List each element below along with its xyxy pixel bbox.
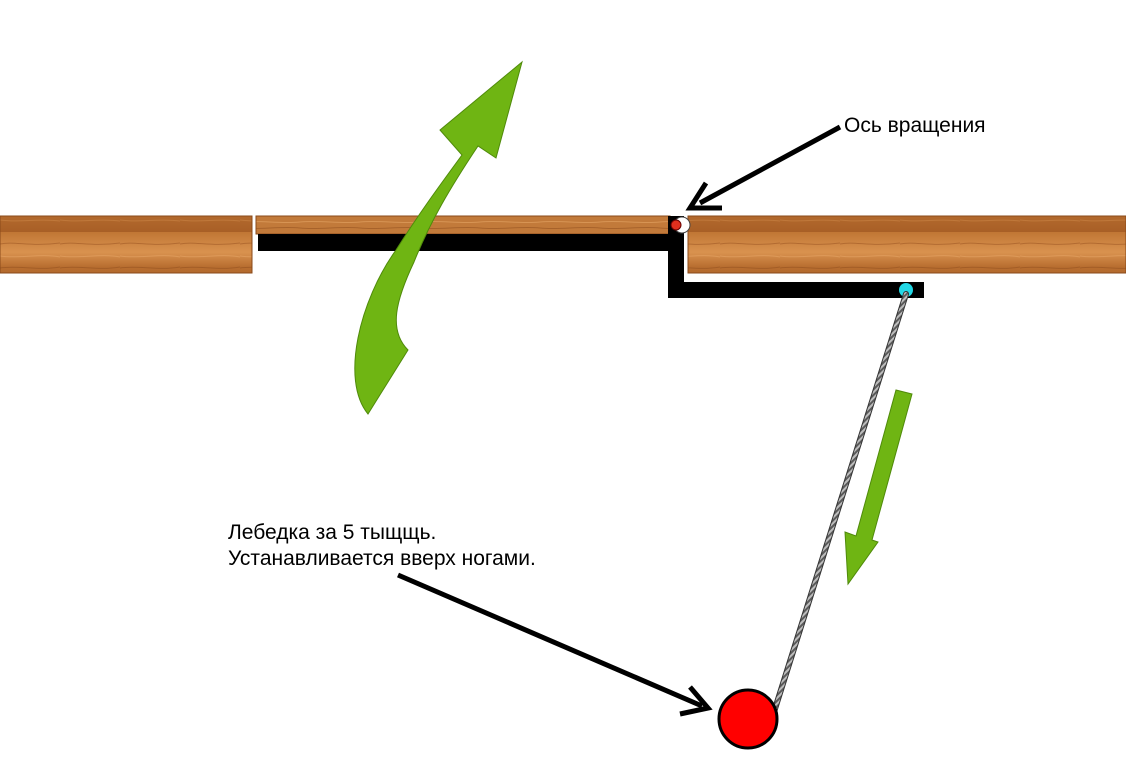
winch-label-line1: Лебедка за 5 тыщщь. xyxy=(228,521,437,544)
bracket-lower-arm xyxy=(668,282,924,298)
axis-pointer-line xyxy=(698,124,842,206)
rotation-arrow-icon xyxy=(354,60,523,415)
left-wood-plank xyxy=(0,215,253,274)
hinged-wood-board xyxy=(255,215,671,235)
winch-label-line2: Устанавливается вверх ногами. xyxy=(228,547,536,570)
bracket-upper-arm xyxy=(258,234,670,251)
winch-cable xyxy=(772,292,908,714)
axis-pointer-head-icon xyxy=(685,181,722,211)
right-wood-plank xyxy=(687,215,1126,274)
winch-pointer-head-icon xyxy=(679,685,713,717)
bracket-vertical xyxy=(668,216,684,298)
rotation-axis-label: Ось вращения xyxy=(844,114,986,137)
pivot-point xyxy=(670,219,682,231)
pull-direction-arrow-icon xyxy=(844,389,913,586)
winch-pointer-line xyxy=(397,572,703,709)
winch-icon xyxy=(717,688,779,750)
cable-attach-point xyxy=(899,283,913,297)
